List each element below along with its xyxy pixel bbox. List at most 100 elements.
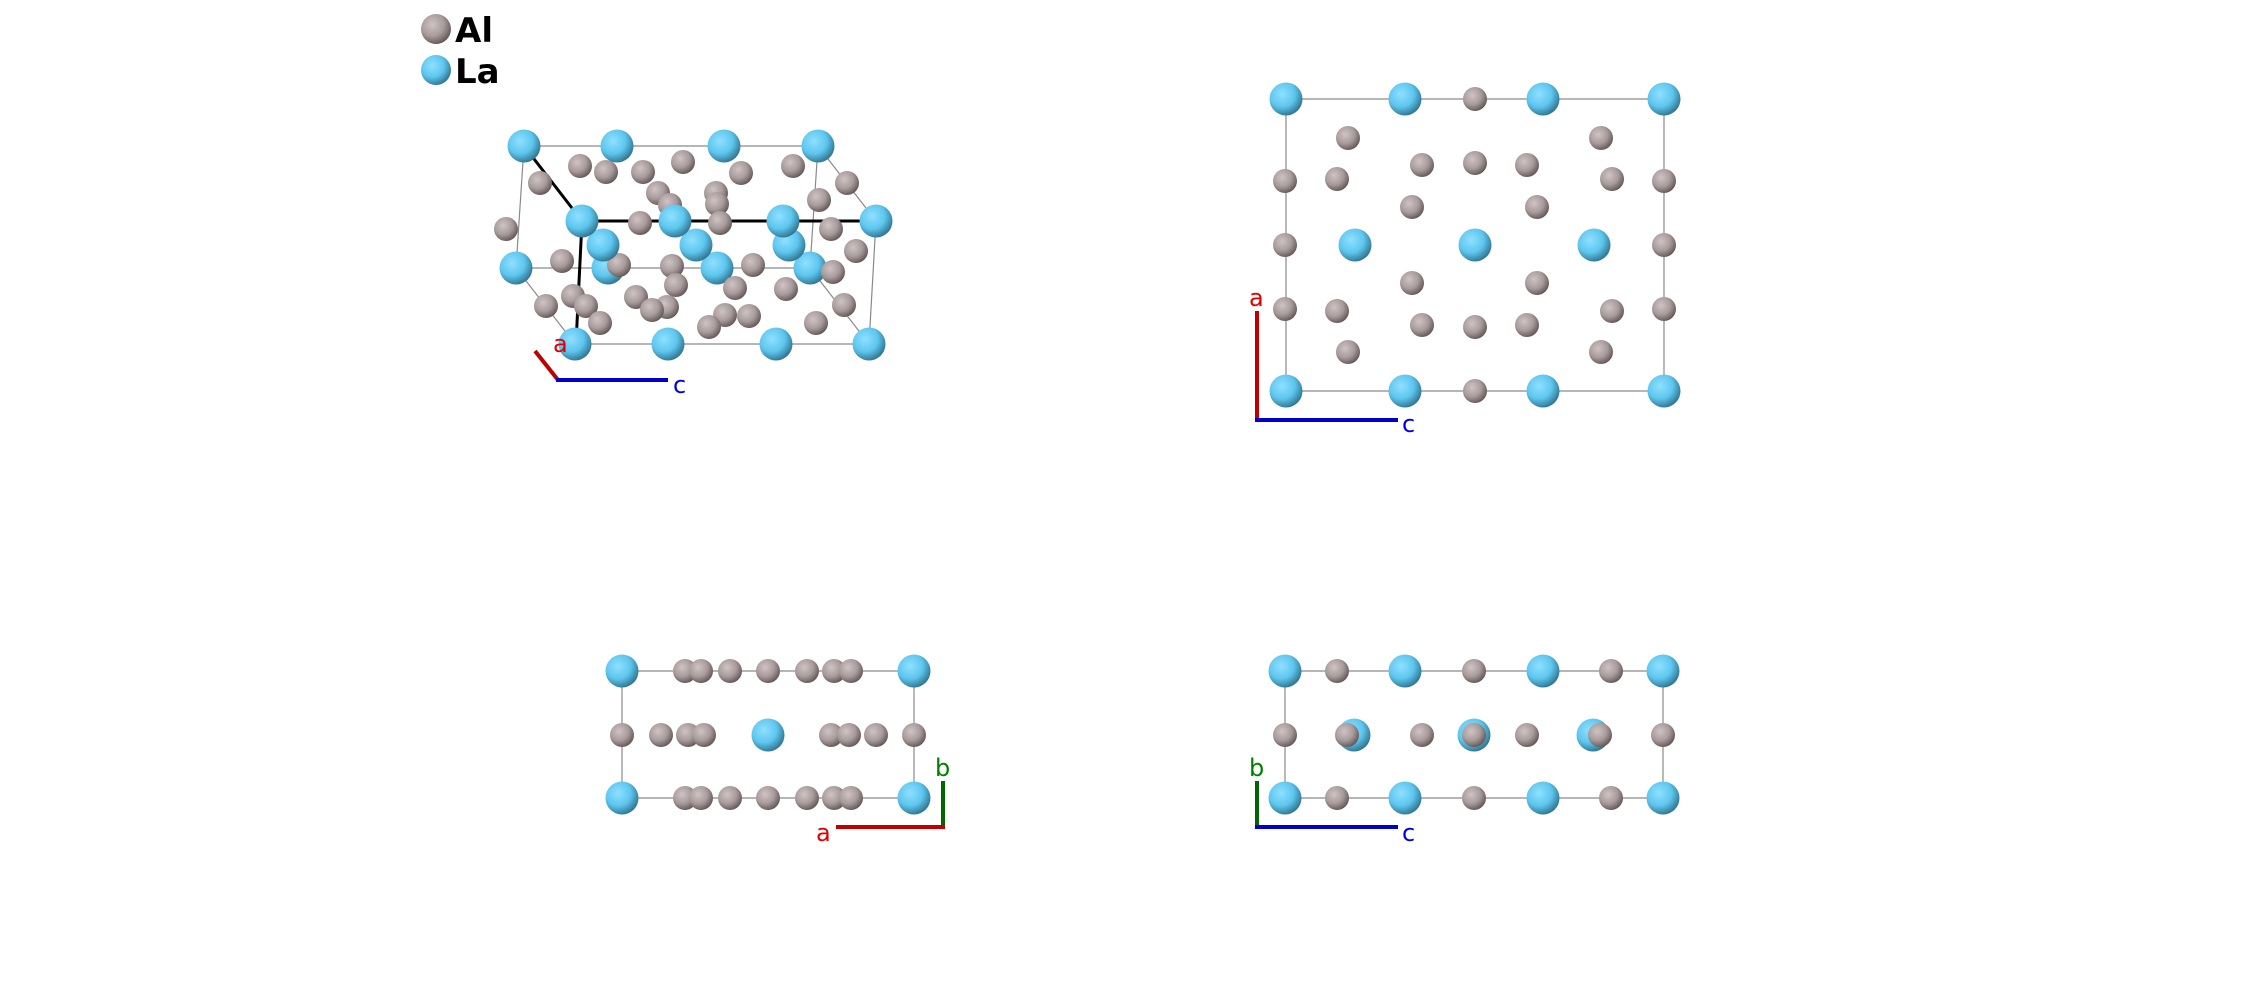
al-atom bbox=[1525, 195, 1549, 219]
la-atom bbox=[1647, 82, 1681, 116]
la-atom bbox=[1526, 82, 1560, 116]
la-atom bbox=[1646, 654, 1680, 688]
al-atom bbox=[844, 239, 868, 263]
al-atom bbox=[1336, 126, 1360, 150]
al-atom bbox=[1589, 340, 1613, 364]
al-atom bbox=[1325, 786, 1349, 810]
al-atom bbox=[781, 154, 805, 178]
al-atom bbox=[1273, 297, 1297, 321]
al-atom bbox=[664, 273, 688, 297]
la-atom bbox=[507, 129, 541, 163]
la-atom bbox=[1388, 82, 1422, 116]
al-atom bbox=[819, 723, 843, 747]
al-atom bbox=[1336, 340, 1360, 364]
la-atom bbox=[1388, 781, 1422, 815]
axes-along-b: a c bbox=[1249, 284, 1415, 438]
al-atom bbox=[1325, 167, 1349, 191]
la-atom bbox=[565, 204, 599, 238]
la-atom bbox=[852, 327, 886, 361]
al-atom bbox=[756, 786, 780, 810]
bond-line bbox=[574, 220, 584, 345]
la-atom bbox=[1268, 781, 1302, 815]
al-atom bbox=[1600, 167, 1624, 191]
al-atom bbox=[1400, 271, 1424, 295]
al-atom bbox=[1651, 723, 1675, 747]
al-atom bbox=[839, 786, 863, 810]
al-atom bbox=[1589, 126, 1613, 150]
la-atom bbox=[759, 327, 793, 361]
al-atom bbox=[1588, 723, 1612, 747]
al-atom bbox=[588, 311, 612, 335]
al-atom bbox=[835, 171, 859, 195]
al-atom bbox=[568, 154, 592, 178]
la-atom bbox=[658, 204, 692, 238]
al-atom bbox=[1325, 659, 1349, 683]
al-legend-label: Al bbox=[455, 11, 493, 51]
al-atom bbox=[902, 723, 926, 747]
al-atom bbox=[1273, 169, 1297, 193]
al-atom bbox=[1410, 723, 1434, 747]
al-atom bbox=[1599, 786, 1623, 810]
la-atom bbox=[766, 204, 800, 238]
la-atom bbox=[1646, 781, 1680, 815]
al-atom bbox=[689, 659, 713, 683]
al-atom bbox=[708, 211, 732, 235]
la-atom bbox=[1458, 228, 1492, 262]
la-atom bbox=[700, 251, 734, 285]
al-atom bbox=[631, 160, 655, 184]
cell-edge bbox=[515, 145, 525, 269]
al-atom bbox=[1515, 313, 1539, 337]
al-atom bbox=[1462, 723, 1486, 747]
la-atom bbox=[897, 781, 931, 815]
la-atom bbox=[859, 204, 893, 238]
al-atom bbox=[822, 786, 846, 810]
axes-along-a: b c bbox=[1249, 754, 1415, 847]
al-atom bbox=[1600, 299, 1624, 323]
la-atom bbox=[1269, 374, 1303, 408]
al-atom bbox=[804, 311, 828, 335]
al-atom bbox=[729, 161, 753, 185]
la-atom bbox=[1388, 374, 1422, 408]
la-legend-label: La bbox=[455, 52, 500, 92]
al-atom bbox=[832, 293, 856, 317]
al-atom bbox=[795, 659, 819, 683]
al-atom bbox=[1462, 786, 1486, 810]
la-atom bbox=[651, 327, 685, 361]
al-atom bbox=[864, 723, 888, 747]
al-atom bbox=[610, 723, 634, 747]
al-atom bbox=[649, 723, 673, 747]
al-atom bbox=[1463, 151, 1487, 175]
al-atom bbox=[819, 217, 843, 241]
al-atom bbox=[741, 253, 765, 277]
la-atom bbox=[1338, 228, 1372, 262]
al-atom bbox=[534, 294, 558, 318]
al-atom bbox=[1525, 271, 1549, 295]
b-axis-label: b bbox=[935, 754, 950, 782]
a-axis-line bbox=[533, 349, 560, 382]
al-atom bbox=[737, 304, 761, 328]
b-axis-label: b bbox=[1249, 754, 1264, 782]
axes-perspective: a c bbox=[533, 330, 686, 399]
la-atom bbox=[1388, 654, 1422, 688]
al-atom bbox=[1463, 315, 1487, 339]
atoms bbox=[494, 82, 1681, 815]
al-atom bbox=[689, 786, 713, 810]
la-legend-swatch bbox=[421, 55, 451, 85]
la-atom bbox=[679, 228, 713, 262]
al-atom bbox=[671, 150, 695, 174]
la-atom bbox=[1526, 654, 1560, 688]
al-atom bbox=[624, 285, 648, 309]
al-atom bbox=[1335, 723, 1359, 747]
la-atom bbox=[751, 718, 785, 752]
al-atom bbox=[1652, 297, 1676, 321]
la-atom bbox=[586, 228, 620, 262]
al-atom bbox=[594, 160, 618, 184]
al-atom bbox=[822, 659, 846, 683]
la-atom bbox=[1526, 781, 1560, 815]
al-atom bbox=[1515, 153, 1539, 177]
al-atom bbox=[705, 192, 729, 216]
al-atom bbox=[660, 254, 684, 278]
la-atom bbox=[897, 654, 931, 688]
al-atom bbox=[574, 294, 598, 318]
